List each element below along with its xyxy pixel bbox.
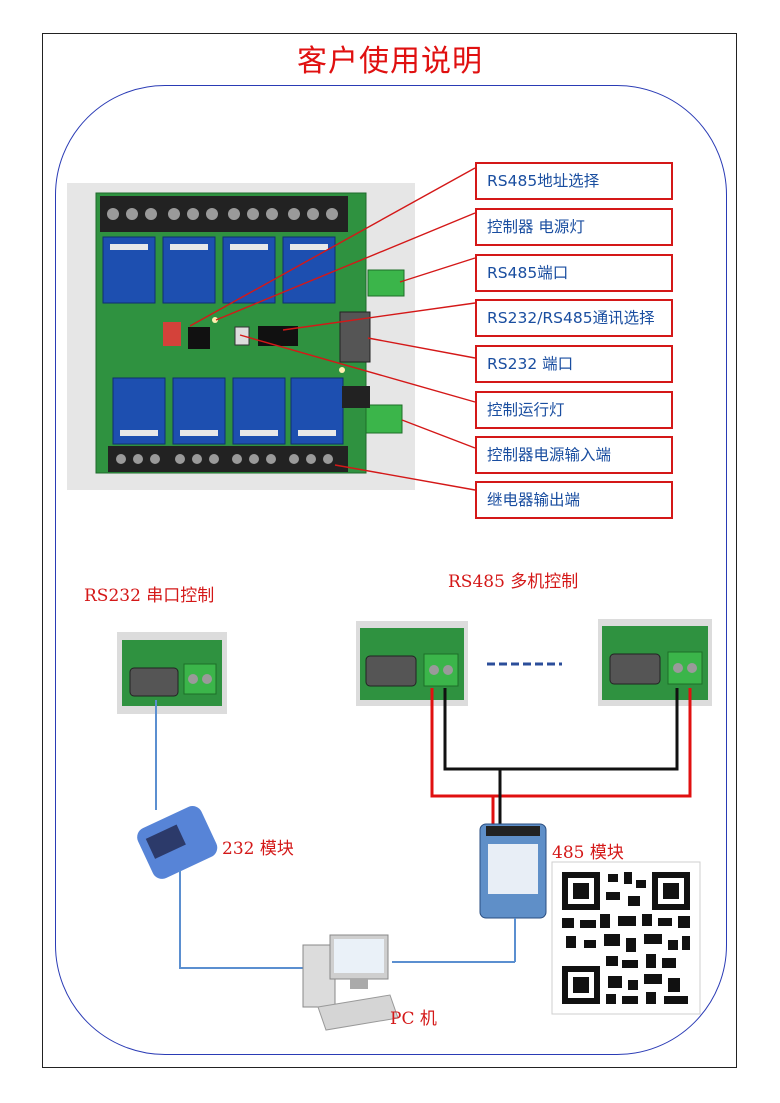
rs485-converter <box>392 823 547 963</box>
callout-run-led: 控制运行灯 <box>475 391 673 429</box>
rs232-port <box>339 311 371 363</box>
callout-rs485-address: RS485地址选择 <box>475 162 673 200</box>
callout-power-led: 控制器 电源灯 <box>475 208 673 246</box>
run-led <box>339 367 345 373</box>
power-led <box>212 317 218 323</box>
pc-label: PC 机 <box>390 1009 437 1029</box>
pc-icon <box>302 934 399 1031</box>
section-rs232-heading: RS232 串口控制 <box>84 586 215 606</box>
dip-switch <box>163 322 181 346</box>
callout-rs232-port: RS232 端口 <box>475 345 673 383</box>
mcu-chip <box>188 327 210 349</box>
module-485-label: 485 模块 <box>552 843 624 863</box>
top-relay-marks <box>110 244 328 250</box>
page-frame <box>42 33 737 1068</box>
rs485-bus <box>430 688 692 826</box>
leader-lines <box>189 167 476 491</box>
rs485-board-right <box>598 619 712 706</box>
section-rs485-heading: RS485 多机控制 <box>448 572 579 592</box>
module-232-label: 232 模块 <box>222 839 294 859</box>
rs485-board-left <box>356 621 468 706</box>
power-terminal <box>365 404 403 434</box>
usb-232-cable <box>137 700 310 969</box>
rs485-terminal <box>367 269 405 297</box>
top-terminal-block <box>100 196 348 232</box>
callout-rs485-port: RS485端口 <box>475 254 673 292</box>
page-title: 客户使用说明 <box>297 44 483 79</box>
callout-comm-select: RS232/RS485通讯选择 <box>475 299 673 337</box>
power-jack <box>342 386 370 408</box>
comm-chip <box>258 326 298 346</box>
qr-code <box>551 861 701 1015</box>
callout-relay-output: 继电器输出端 <box>475 481 673 519</box>
content-border <box>55 85 727 1055</box>
bottom-terminal-block <box>108 446 348 472</box>
bottom-relay-marks <box>120 430 336 436</box>
rs232-board-crop <box>117 632 227 714</box>
callout-power-input: 控制器电源输入端 <box>475 436 673 474</box>
